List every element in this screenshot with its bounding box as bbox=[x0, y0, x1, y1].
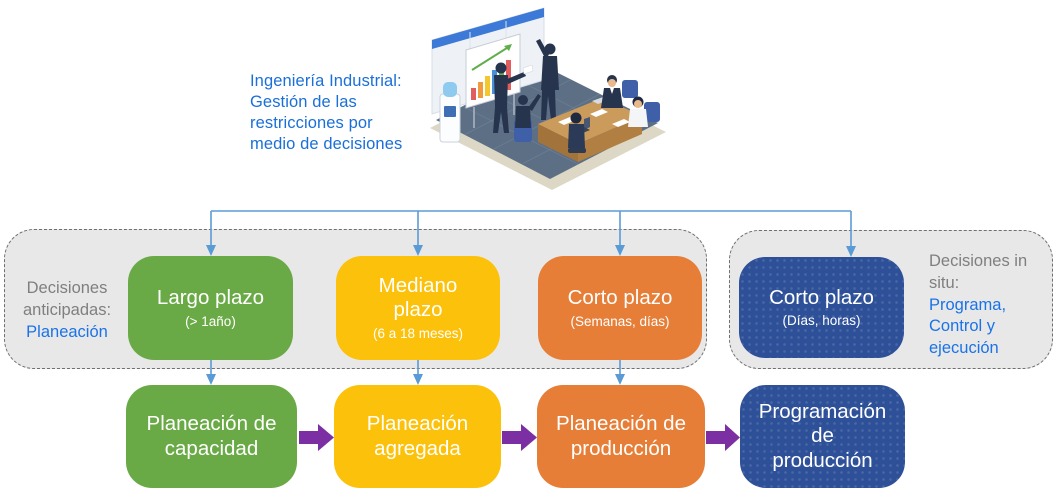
box-planeacion-agregada: Planeación agregada bbox=[334, 385, 501, 488]
seated-attendees bbox=[515, 75, 648, 153]
box-programacion-produccion: Programación de producción bbox=[740, 385, 905, 488]
box-planeacion-capacidad: Planeación de capacidad bbox=[126, 385, 297, 488]
presenter-raised-arm bbox=[536, 39, 559, 120]
anticipated-label-blue: Planeación bbox=[26, 322, 108, 341]
step-label: Programación de producción bbox=[758, 400, 887, 472]
step-label: Planeación de producción bbox=[556, 412, 686, 460]
box-subtitle: (Días, horas) bbox=[782, 313, 861, 328]
box-subtitle: (> 1año) bbox=[185, 313, 236, 329]
water-cooler bbox=[439, 82, 461, 143]
box-title: Corto plazo bbox=[769, 285, 874, 309]
meeting-room-illustration bbox=[430, 7, 666, 190]
insitu-group-label: Decisiones in situ: Programa, Control y … bbox=[929, 251, 1051, 360]
insitu-label-blue: Programa, Control y ejecución bbox=[929, 295, 1007, 358]
box-subtitle: (6 a 18 meses) bbox=[372, 325, 464, 341]
box-title: Mediano plazo bbox=[378, 274, 458, 322]
step-label: Planeación agregada bbox=[366, 412, 469, 460]
box-corto-plazo-dias: Corto plazo (Días, horas) bbox=[739, 257, 904, 358]
anticipated-group-label: Decisiones anticipadas: Planeación bbox=[8, 278, 126, 343]
step-label: Planeación de capacidad bbox=[146, 412, 277, 460]
presenter-pointing bbox=[493, 62, 534, 133]
box-mediano-plazo: Mediano plazo (6 a 18 meses) bbox=[336, 256, 500, 360]
box-title: Corto plazo bbox=[567, 286, 673, 310]
box-largo-plazo: Largo plazo (> 1año) bbox=[128, 256, 293, 360]
title-caption: Ingeniería Industrial: Gestión de las re… bbox=[250, 72, 403, 153]
box-planeacion-produccion: Planeación de producción bbox=[537, 385, 705, 488]
meeting-table-group bbox=[514, 75, 660, 162]
box-corto-plazo-semanas: Corto plazo (Semanas, días) bbox=[538, 256, 702, 360]
box-subtitle: (Semanas, días) bbox=[570, 313, 670, 329]
insitu-label-gray: Decisiones in situ: bbox=[929, 252, 1028, 292]
anticipated-label-gray: Decisiones anticipadas: bbox=[22, 279, 112, 319]
box-title: Largo plazo bbox=[156, 286, 265, 310]
